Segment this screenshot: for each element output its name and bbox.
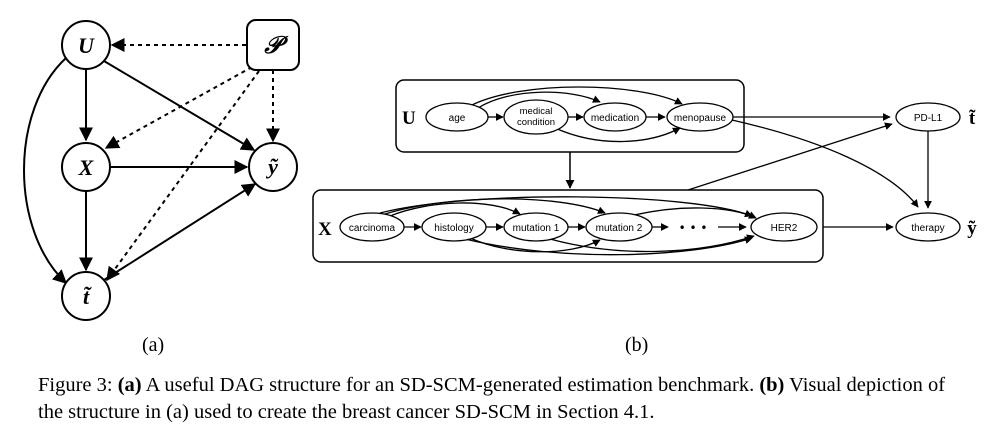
node-y-circle: [248, 142, 298, 192]
node-mutation-2: [585, 212, 653, 242]
node-mutation-1: [503, 212, 569, 242]
edge-carcinoma-mut2: [384, 198, 606, 215]
edge-t-y: [103, 183, 257, 281]
edge-u-y: [103, 60, 256, 151]
panel-b-sublabel: (b): [625, 334, 649, 356]
node-histology: [421, 212, 487, 242]
figure-caption: Figure 3: (a) A useful DAG structure for…: [38, 372, 968, 426]
edge-age-medication: [477, 91, 601, 109]
group-u-label: U: [402, 108, 416, 129]
node-medical-condition: [503, 99, 569, 135]
node-carcinoma: [339, 212, 405, 242]
edge-mut2-her2: [629, 207, 757, 219]
caption-b-text: Visual depiction of the structure in (a)…: [38, 374, 946, 423]
node-u-label: U: [78, 33, 95, 58]
edge-u-t: [23, 57, 68, 284]
node-menopause: [666, 102, 734, 132]
node-therapy: [895, 212, 961, 242]
caption-prefix: Figure 3:: [38, 374, 118, 396]
node-mutation-2-label: mutation 2: [596, 223, 643, 234]
node-t-label: t̃: [83, 284, 92, 309]
panel-a-sublabel: (a): [142, 334, 165, 356]
node-pd-l1-label: PD-L1: [914, 113, 943, 124]
group-x-label: X: [318, 219, 332, 240]
caption-b-tag: (b): [759, 374, 785, 396]
node-carcinoma-label: carcinoma: [349, 223, 396, 234]
node-medication: [583, 102, 647, 132]
node-histology-label: histology: [434, 223, 473, 234]
caption-a-tag: (a): [117, 374, 142, 396]
node-p-box: [246, 19, 300, 71]
y-tilde-label: ỹ: [967, 218, 977, 239]
edge-histology-her2: [464, 236, 753, 256]
edge-menopause-therapy: [731, 119, 919, 208]
node-pd-l1: [895, 102, 961, 132]
node-age: [425, 102, 489, 132]
node-age-label: age: [449, 113, 466, 124]
edge-carcinoma-mut1: [389, 202, 521, 217]
panel-a-dag: U 𝒫 X ỹ t̃: [23, 19, 300, 321]
edge-p-t: [106, 70, 260, 282]
edge-carcinoma-her2: [379, 196, 753, 218]
caption-a-text: A useful DAG structure for an SD-SCM-gen…: [141, 374, 760, 396]
node-x-circle: [61, 142, 111, 192]
t-tilde-label: t̃: [969, 108, 976, 129]
node-u-circle: [61, 20, 111, 70]
node-her2: [750, 212, 818, 242]
node-ellipsis: • • •: [679, 221, 708, 235]
edge-medcond-menopause: [554, 127, 681, 143]
node-y-label: ỹ: [265, 154, 279, 179]
node-x-label: X: [78, 155, 95, 180]
edge-mut1-her2: [549, 234, 755, 253]
node-medication-label: medication: [591, 113, 639, 124]
node-her2-label: HER2: [771, 223, 798, 234]
edge-age-menopause: [469, 86, 683, 107]
node-mutation-1-label: mutation 1: [513, 223, 560, 234]
edge-x-pdl1: [687, 122, 893, 191]
node-therapy-label: therapy: [911, 223, 944, 234]
node-menopause-label: menopause: [674, 113, 727, 124]
node-t-circle: [61, 271, 111, 321]
edge-p-x: [104, 66, 253, 149]
